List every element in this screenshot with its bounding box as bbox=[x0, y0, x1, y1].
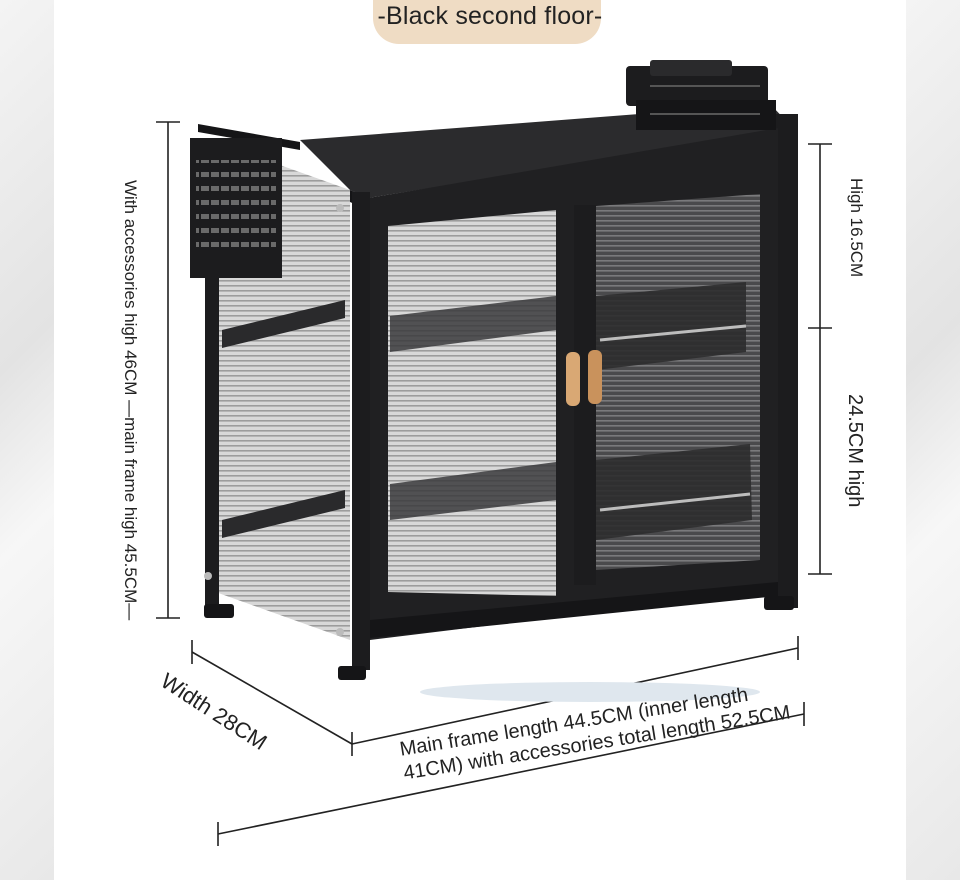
foot bbox=[204, 604, 234, 618]
page-title: -Black second floor- bbox=[377, 2, 603, 30]
left-handle bbox=[566, 352, 580, 406]
knife-holder bbox=[626, 60, 776, 130]
front-left-post bbox=[352, 192, 370, 670]
cabinet bbox=[204, 104, 798, 680]
utensil-holder bbox=[190, 124, 300, 278]
front-right-post bbox=[776, 114, 798, 608]
background-left bbox=[0, 0, 54, 880]
floor-reflection bbox=[420, 682, 760, 702]
foot bbox=[338, 666, 366, 680]
right-bottom-height-label: 24.5CM high bbox=[844, 394, 866, 508]
title-pill bbox=[373, 0, 601, 44]
door-divider bbox=[574, 205, 596, 585]
foot bbox=[764, 596, 794, 610]
right-top-height-label: High 16.5CM bbox=[847, 178, 866, 278]
left-door bbox=[388, 210, 556, 596]
right-handle bbox=[588, 350, 602, 404]
background-right bbox=[906, 0, 960, 880]
left-height-label: With accessories high 46CM —main frame h… bbox=[121, 180, 140, 621]
